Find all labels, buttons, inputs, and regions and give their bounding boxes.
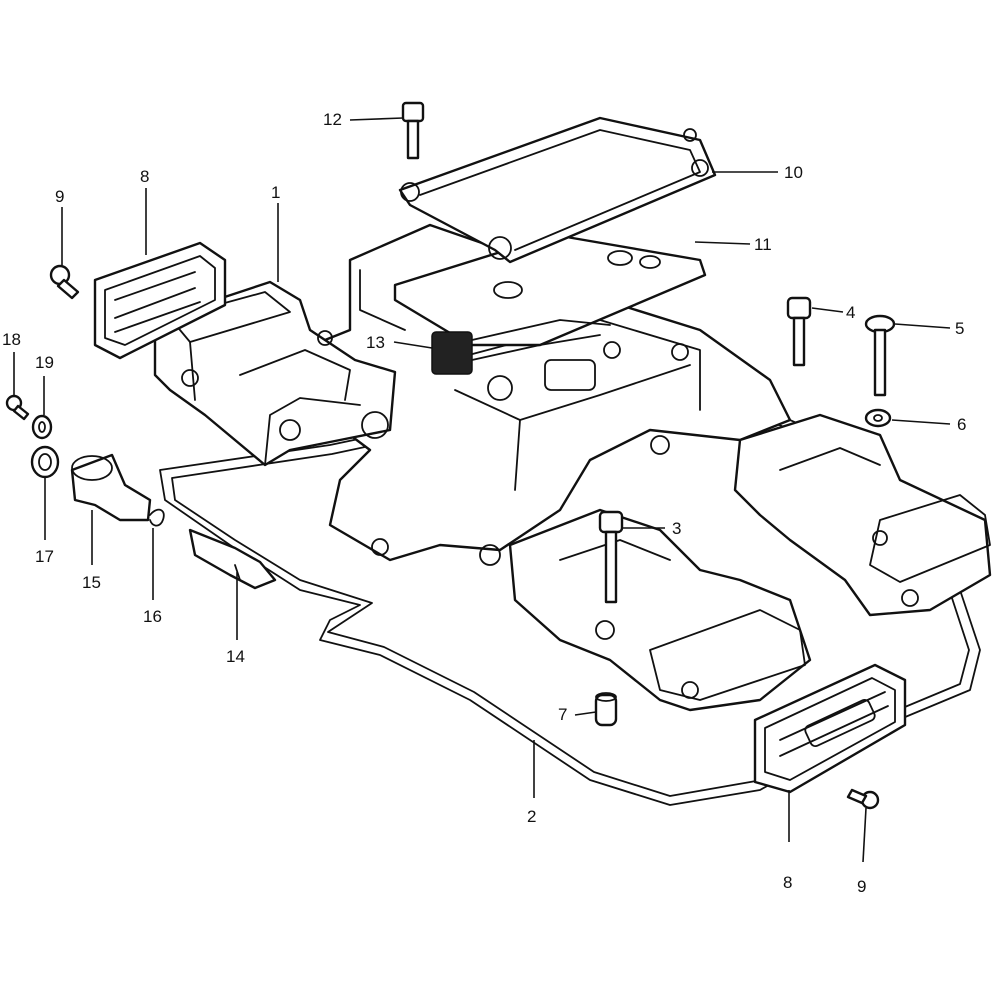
callout-12: 12 [323,110,342,129]
callout-17: 17 [35,547,54,566]
cap-front-part-8 [753,663,907,794]
callout-3: 3 [672,519,681,538]
callout-18: 18 [2,330,21,349]
clip-part-16 [149,508,165,527]
callout-1: 1 [271,183,280,202]
callout-14: 14 [226,647,245,666]
callout-9-top: 9 [55,187,64,206]
pipe-part-15 [70,453,152,522]
spacer-part-7 [594,692,618,727]
callout-4: 4 [846,303,855,322]
bolt-part-12 [401,101,425,160]
callout-8-bottom: 8 [783,873,792,892]
callout-6: 6 [957,415,966,434]
callout-9-bottom: 9 [857,877,866,896]
callout-7: 7 [558,705,567,724]
callout-19: 19 [35,353,54,372]
callout-8-top: 8 [140,167,149,186]
cover-gasket-part-11 [393,233,707,347]
connector-part-13 [431,319,611,375]
callout-15: 15 [82,573,101,592]
top-cover-part-10 [398,116,717,264]
callouts: 1 2 3 4 5 6 7 8 8 9 9 10 11 12 13 14 15 … [2,110,966,896]
callout-10: 10 [784,163,803,182]
bolt-part-3 [598,510,624,604]
washer-part-6 [864,408,892,428]
intake-box-front [508,508,812,712]
intake-box-right-upper [733,413,992,617]
screw-part-18 [5,394,30,421]
callout-2: 2 [527,807,536,826]
callout-16: 16 [143,607,162,626]
bolt-part-5 [864,314,896,397]
bolt-part-4 [786,296,812,367]
callout-5: 5 [955,319,964,338]
ring-part-19 [31,414,53,440]
callout-11: 11 [754,235,772,254]
callout-13: 13 [366,333,385,352]
cap-left-part-8 [93,241,227,360]
screw-right-part-9 [846,788,880,810]
intake-box-left-part-1 [153,280,397,467]
screw-left-part-9 [49,264,80,300]
cap-part-17 [30,445,60,479]
leader-lines [13,117,951,863]
